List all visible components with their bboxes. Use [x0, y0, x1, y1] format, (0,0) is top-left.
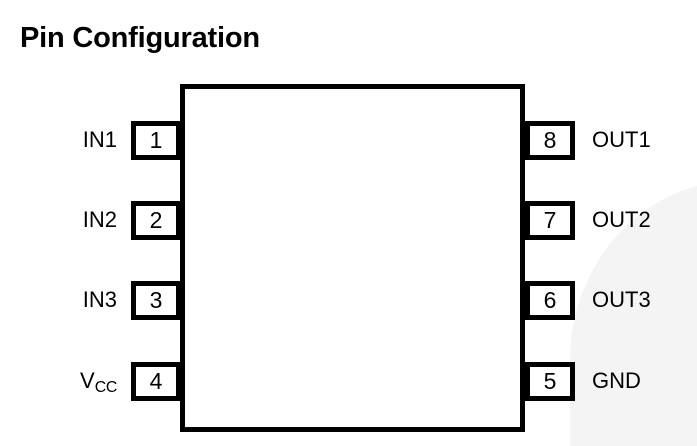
pin-label-vcc-text: V: [80, 368, 95, 393]
pin-label-gnd-text: GND: [592, 368, 641, 393]
pin-number-2: 2: [149, 207, 163, 233]
pin-label-gnd: GND: [592, 370, 641, 392]
pin-label-out3: OUT3: [592, 289, 651, 311]
pin-label-in2-text: IN2: [82, 207, 117, 232]
pin-label-in1-text: IN1: [82, 127, 117, 152]
pin-box-3: 3: [131, 281, 181, 320]
pin-box-7: 7: [525, 201, 575, 240]
pin-box-6: 6: [525, 281, 575, 320]
ic-package-body: [180, 84, 525, 432]
pin-label-out1-text: OUT1: [592, 127, 651, 152]
pin-box-5: 5: [525, 362, 575, 401]
pin-number-5: 5: [543, 368, 557, 394]
pin-label-vcc: VCC: [80, 368, 117, 396]
pin-label-out1: OUT1: [592, 129, 651, 151]
pin-number-4: 4: [149, 368, 163, 394]
page-title: Pin Configuration: [20, 22, 260, 54]
pin-label-out2: OUT2: [592, 209, 651, 231]
pin-box-4: 4: [131, 362, 181, 401]
pin-label-out2-text: OUT2: [592, 207, 651, 232]
pin-number-1: 1: [149, 127, 163, 153]
pin-label-in2: IN2: [83, 209, 117, 231]
pin-box-8: 8: [525, 121, 575, 160]
pin-label-out3-text: OUT3: [592, 287, 651, 312]
pin-label-in3-text: IN3: [82, 287, 117, 312]
pin-number-6: 6: [543, 287, 557, 313]
pin-label-in3: IN3: [83, 289, 117, 311]
pin-box-1: 1: [131, 121, 181, 160]
pin-label-vcc-subscript: CC: [94, 379, 118, 397]
pin-number-7: 7: [543, 207, 557, 233]
pin-box-2: 2: [131, 201, 181, 240]
pin-number-3: 3: [149, 287, 163, 313]
pin-number-8: 8: [543, 127, 557, 153]
pin-label-in1: IN1: [83, 129, 117, 151]
